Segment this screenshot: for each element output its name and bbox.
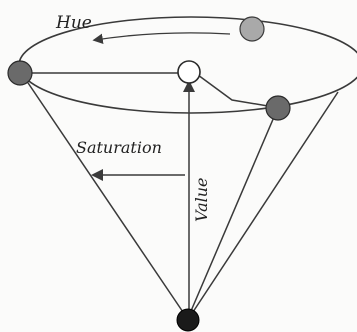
hue-point-light: [239, 16, 265, 42]
hue-arrow: [92, 32, 231, 44]
apex-point: [176, 308, 200, 332]
value-label: Value: [192, 177, 211, 222]
hue-point-left: [7, 60, 33, 86]
hue-label: Hue: [55, 13, 92, 33]
cone-dark-point-edge: [187, 109, 278, 319]
center-to-dark-point-line: [197, 74, 269, 107]
saturation-label: Saturation: [76, 138, 162, 157]
cone-right-edge: [188, 91, 339, 319]
center-point: [177, 60, 201, 84]
hue-point-dark: [265, 95, 291, 121]
cone-left-edge: [21, 73, 188, 319]
